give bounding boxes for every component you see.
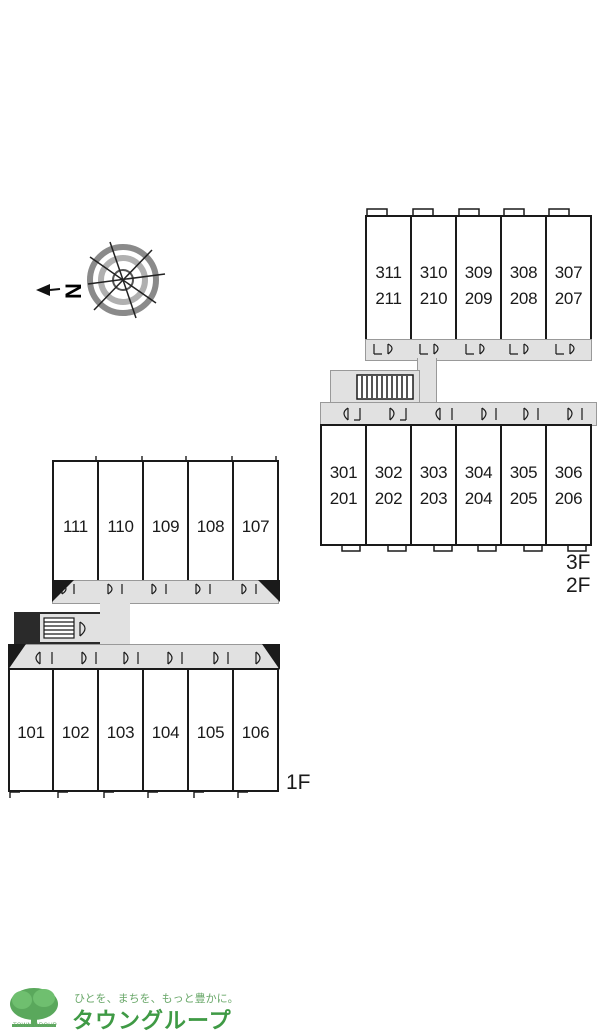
unit-111: 111 xyxy=(52,460,99,582)
unit-number-upper: 308 xyxy=(509,263,538,282)
unit-103: 103 xyxy=(97,668,144,792)
unit-110: 110 xyxy=(97,460,144,582)
unit-number: 111 xyxy=(63,517,88,536)
unit-number-lower: 204 xyxy=(464,489,493,508)
unit-304-204: 304 204 xyxy=(455,424,502,546)
footer-small-text: TOWN GROUP xyxy=(13,1023,57,1029)
floor-label-2f: 2F xyxy=(566,574,591,597)
staircase xyxy=(40,614,100,642)
unit-308-208: 308 208 xyxy=(500,215,547,341)
unit-number: 102 xyxy=(61,723,90,742)
building-upper-floors: 311 211 310 210 309 209 308 208 307 207 xyxy=(320,206,600,556)
unit-number-upper: 303 xyxy=(419,463,448,482)
upper-bottom-doors xyxy=(341,544,587,552)
unit-309-209: 309 209 xyxy=(455,215,502,341)
corridor-ground-bottom xyxy=(8,644,279,670)
unit-number-lower: 203 xyxy=(419,489,448,508)
unit-number-upper: 304 xyxy=(464,463,493,482)
unit-108: 108 xyxy=(187,460,234,582)
unit-number-lower: 211 xyxy=(375,289,402,308)
footer-tagline: ひとを、まちを、もっと豊かに。 xyxy=(74,992,239,1005)
unit-number: 110 xyxy=(107,517,134,536)
floor-label-1f: 1F xyxy=(286,771,311,794)
compass-north-label: N xyxy=(61,283,86,299)
unit-number-lower: 210 xyxy=(419,289,448,308)
unit-number: 106 xyxy=(241,723,270,742)
unit-311-211: 311 211 xyxy=(365,215,412,341)
unit-number-upper: 311 xyxy=(375,263,402,282)
unit-109: 109 xyxy=(142,460,189,582)
corridor-connector xyxy=(417,358,437,408)
unit-101: 101 xyxy=(8,668,54,792)
footer-brand: タウングループ xyxy=(72,1009,232,1034)
tree-logo-icon xyxy=(10,988,58,1027)
unit-number-upper: 305 xyxy=(509,463,538,482)
unit-number: 107 xyxy=(241,517,270,536)
upper-bottom-corridor-doors xyxy=(343,407,583,421)
unit-301-201: 301 201 xyxy=(320,424,367,546)
building-ground-floor: 111 110 109 108 107 xyxy=(0,452,290,802)
unit-number: 101 xyxy=(17,723,45,742)
ground-top-corridor-hatch xyxy=(52,580,280,602)
unit-310-210: 310 210 xyxy=(410,215,457,341)
staircase xyxy=(356,374,414,400)
unit-number-upper: 309 xyxy=(464,263,493,282)
unit-107: 107 xyxy=(232,460,279,582)
corridor-upper-top xyxy=(365,339,592,361)
upper-top-corridor-doors xyxy=(373,343,575,355)
ground-bottom-corridor-hatch xyxy=(8,644,280,670)
unit-number: 103 xyxy=(106,723,135,742)
unit-number-lower: 207 xyxy=(554,289,583,308)
unit-102: 102 xyxy=(52,668,99,792)
compass-icon: N xyxy=(36,241,166,319)
unit-number-lower: 209 xyxy=(464,289,493,308)
unit-number-upper: 310 xyxy=(419,263,448,282)
unit-number-upper: 302 xyxy=(374,463,403,482)
unit-number-lower: 202 xyxy=(374,489,403,508)
unit-306-206: 306 206 xyxy=(545,424,592,546)
unit-number-lower: 201 xyxy=(329,489,358,508)
ground-bottom-doors xyxy=(9,791,248,798)
unit-number-lower: 208 xyxy=(509,289,538,308)
unit-number-lower: 205 xyxy=(509,489,538,508)
unit-305-205: 305 205 xyxy=(500,424,547,546)
corridor-ground-connector xyxy=(100,602,130,644)
unit-307-207: 307 207 xyxy=(545,215,592,341)
unit-number-upper: 306 xyxy=(554,463,583,482)
unit-number: 104 xyxy=(151,723,180,742)
unit-number: 108 xyxy=(196,517,225,536)
unit-302-202: 302 202 xyxy=(365,424,412,546)
unit-303-203: 303 203 xyxy=(410,424,457,546)
unit-number-upper: 301 xyxy=(329,463,358,482)
unit-number: 105 xyxy=(196,723,225,742)
unit-number-lower: 206 xyxy=(554,489,583,508)
unit-104: 104 xyxy=(142,668,189,792)
floor-label-3f: 3F xyxy=(566,551,591,574)
unit-number: 109 xyxy=(151,517,180,536)
unit-105: 105 xyxy=(187,668,234,792)
unit-number-upper: 307 xyxy=(554,263,583,282)
unit-106: 106 xyxy=(232,668,279,792)
